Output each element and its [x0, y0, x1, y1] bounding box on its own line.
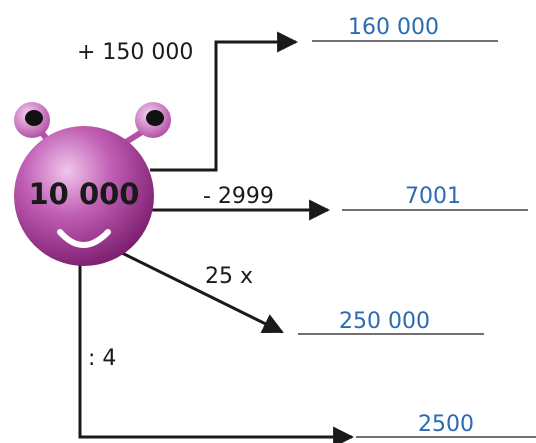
- answer-add: 160 000: [348, 15, 439, 40]
- operation-label-multiply: 25 x: [205, 264, 254, 289]
- arrow-divide: [78, 258, 355, 443]
- operation-label-divide: : 4: [88, 346, 117, 371]
- pupil-left: [25, 110, 43, 126]
- answer-multiply: 250 000: [339, 309, 430, 334]
- operation-label-subtract: - 2999: [203, 184, 274, 209]
- monster-character: [14, 102, 171, 266]
- center-value: 10 000: [28, 177, 140, 211]
- operation-label-add: + 150 000: [77, 40, 194, 65]
- arrow-add: [150, 31, 299, 172]
- answer-subtract: 7001: [405, 184, 461, 209]
- arrow-multiply: [119, 250, 284, 334]
- monster-body: [14, 126, 154, 266]
- pupil-right: [146, 110, 164, 126]
- answer-divide: 2500: [418, 412, 474, 437]
- monster-smile: [57, 229, 111, 248]
